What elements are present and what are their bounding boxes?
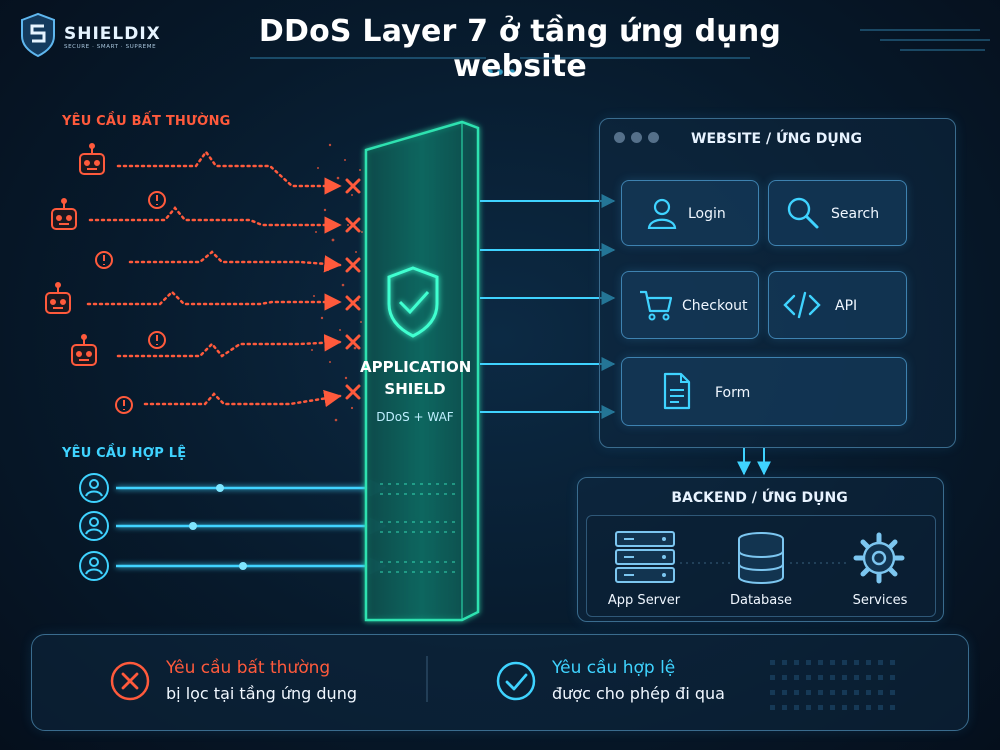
block-x-marks bbox=[345, 178, 361, 400]
checkout-card[interactable]: Checkout bbox=[621, 271, 759, 339]
legend-legit-title: Yêu cầu hợp lệ bbox=[552, 658, 676, 678]
legend-abnormal-title: Yêu cầu bất thường bbox=[166, 658, 331, 678]
shield-title: APPLICATION SHIELD bbox=[360, 356, 472, 400]
user-icon bbox=[647, 198, 677, 229]
user-icon bbox=[79, 473, 109, 503]
warning-icons bbox=[95, 191, 166, 414]
bot-icons bbox=[45, 143, 105, 366]
gear-icon bbox=[853, 532, 905, 584]
logo-name: SHIELDIX bbox=[64, 24, 161, 44]
api-card[interactable]: API bbox=[768, 271, 907, 339]
bot-icon bbox=[71, 334, 97, 366]
form-card[interactable]: Form bbox=[621, 357, 907, 426]
blocked-x-icon bbox=[110, 661, 150, 701]
login-label: Login bbox=[688, 206, 726, 222]
bot-icon bbox=[79, 143, 105, 175]
shield-to-website-arrows bbox=[480, 194, 616, 419]
services-label: Services bbox=[852, 593, 908, 608]
check-circle-icon bbox=[496, 661, 536, 701]
shield-subtitle: DDoS + WAF bbox=[376, 410, 454, 424]
cart-icon bbox=[640, 290, 673, 321]
legend-abnormal-desc: bị lọc tại tầng ứng dụng bbox=[166, 684, 357, 703]
window-dot bbox=[648, 132, 659, 143]
database-label: Database bbox=[729, 593, 793, 608]
shield-title-line1: APPLICATION bbox=[360, 358, 472, 376]
logo-tagline: SECURE · SMART · SUPREME bbox=[64, 44, 157, 50]
database-icon bbox=[738, 532, 784, 584]
legit-request-lines bbox=[116, 479, 387, 575]
login-card[interactable]: Login bbox=[621, 180, 759, 246]
legend-legit-desc: được cho phép đi qua bbox=[552, 684, 725, 703]
form-label: Form bbox=[715, 385, 751, 401]
app-server-label: App Server bbox=[607, 593, 681, 608]
website-title: WEBSITE / ỨNG DỤNG bbox=[691, 131, 862, 147]
website-to-backend-arrows bbox=[737, 448, 771, 476]
application-shield bbox=[364, 120, 480, 622]
abnormal-request-lines bbox=[86, 149, 342, 408]
server-icon bbox=[615, 531, 675, 583]
search-card[interactable]: Search bbox=[768, 180, 907, 246]
api-label: API bbox=[835, 298, 858, 314]
abnormal-requests-label: YÊU CẦU BẤT THƯỜNG bbox=[62, 114, 231, 129]
user-icon bbox=[79, 551, 109, 581]
shield-title-line2: SHIELD bbox=[384, 380, 446, 398]
search-icon bbox=[787, 197, 819, 229]
legit-user-icons bbox=[79, 473, 109, 581]
checkout-label: Checkout bbox=[682, 298, 748, 314]
shield-check-icon bbox=[387, 266, 439, 338]
legend-panel bbox=[31, 634, 969, 731]
title-decoration bbox=[250, 29, 990, 75]
document-icon bbox=[663, 372, 691, 410]
bot-icon bbox=[51, 198, 77, 230]
user-icon bbox=[79, 511, 109, 541]
page-title: DDoS Layer 7 ở tầng ứng dụng website bbox=[258, 14, 782, 84]
shieldix-logo bbox=[21, 12, 55, 58]
window-dot bbox=[631, 132, 642, 143]
legit-requests-label: YÊU CẦU HỢP LỆ bbox=[62, 446, 187, 461]
search-label: Search bbox=[831, 206, 880, 222]
backend-title: BACKEND / ỨNG DỤNG bbox=[671, 490, 848, 506]
code-icon bbox=[783, 291, 821, 319]
window-dot bbox=[614, 132, 625, 143]
bot-icon bbox=[45, 282, 71, 314]
legit-line-dots bbox=[189, 484, 247, 570]
